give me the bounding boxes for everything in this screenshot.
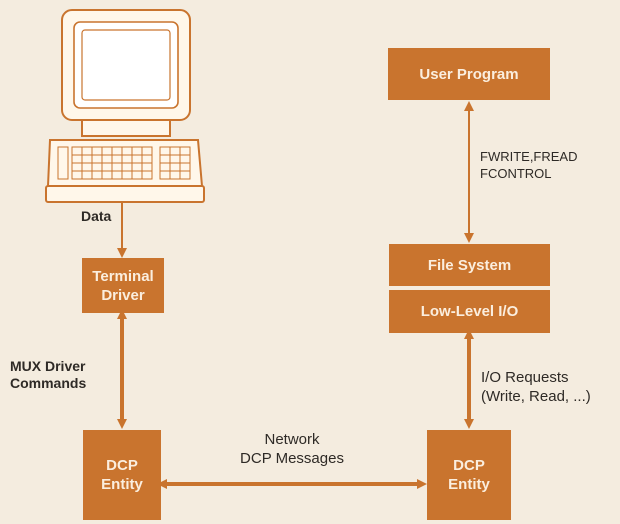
data-label: Data [81, 208, 112, 224]
io-requests-label: I/O Requests (Write, Read, ...) [481, 369, 591, 405]
dcp-entity-left-box: DCP Entity [83, 430, 161, 520]
fwrite-fread-fcontrol-label: FWRITE,FREAD FCONTROL [480, 149, 578, 181]
mux-driver-commands-label: MUX Driver Commands [10, 358, 87, 391]
file-system-box: File System [389, 244, 550, 286]
low-level-io-box: Low-Level I/O [389, 290, 550, 333]
terminal-icon [45, 9, 205, 203]
user-program-box: User Program [388, 48, 550, 100]
terminal-driver-box: Terminal Driver [82, 258, 164, 313]
network-dcp-messages-label: Network DCP Messages [240, 431, 344, 467]
dcp-entity-right-box: DCP Entity [427, 430, 511, 520]
